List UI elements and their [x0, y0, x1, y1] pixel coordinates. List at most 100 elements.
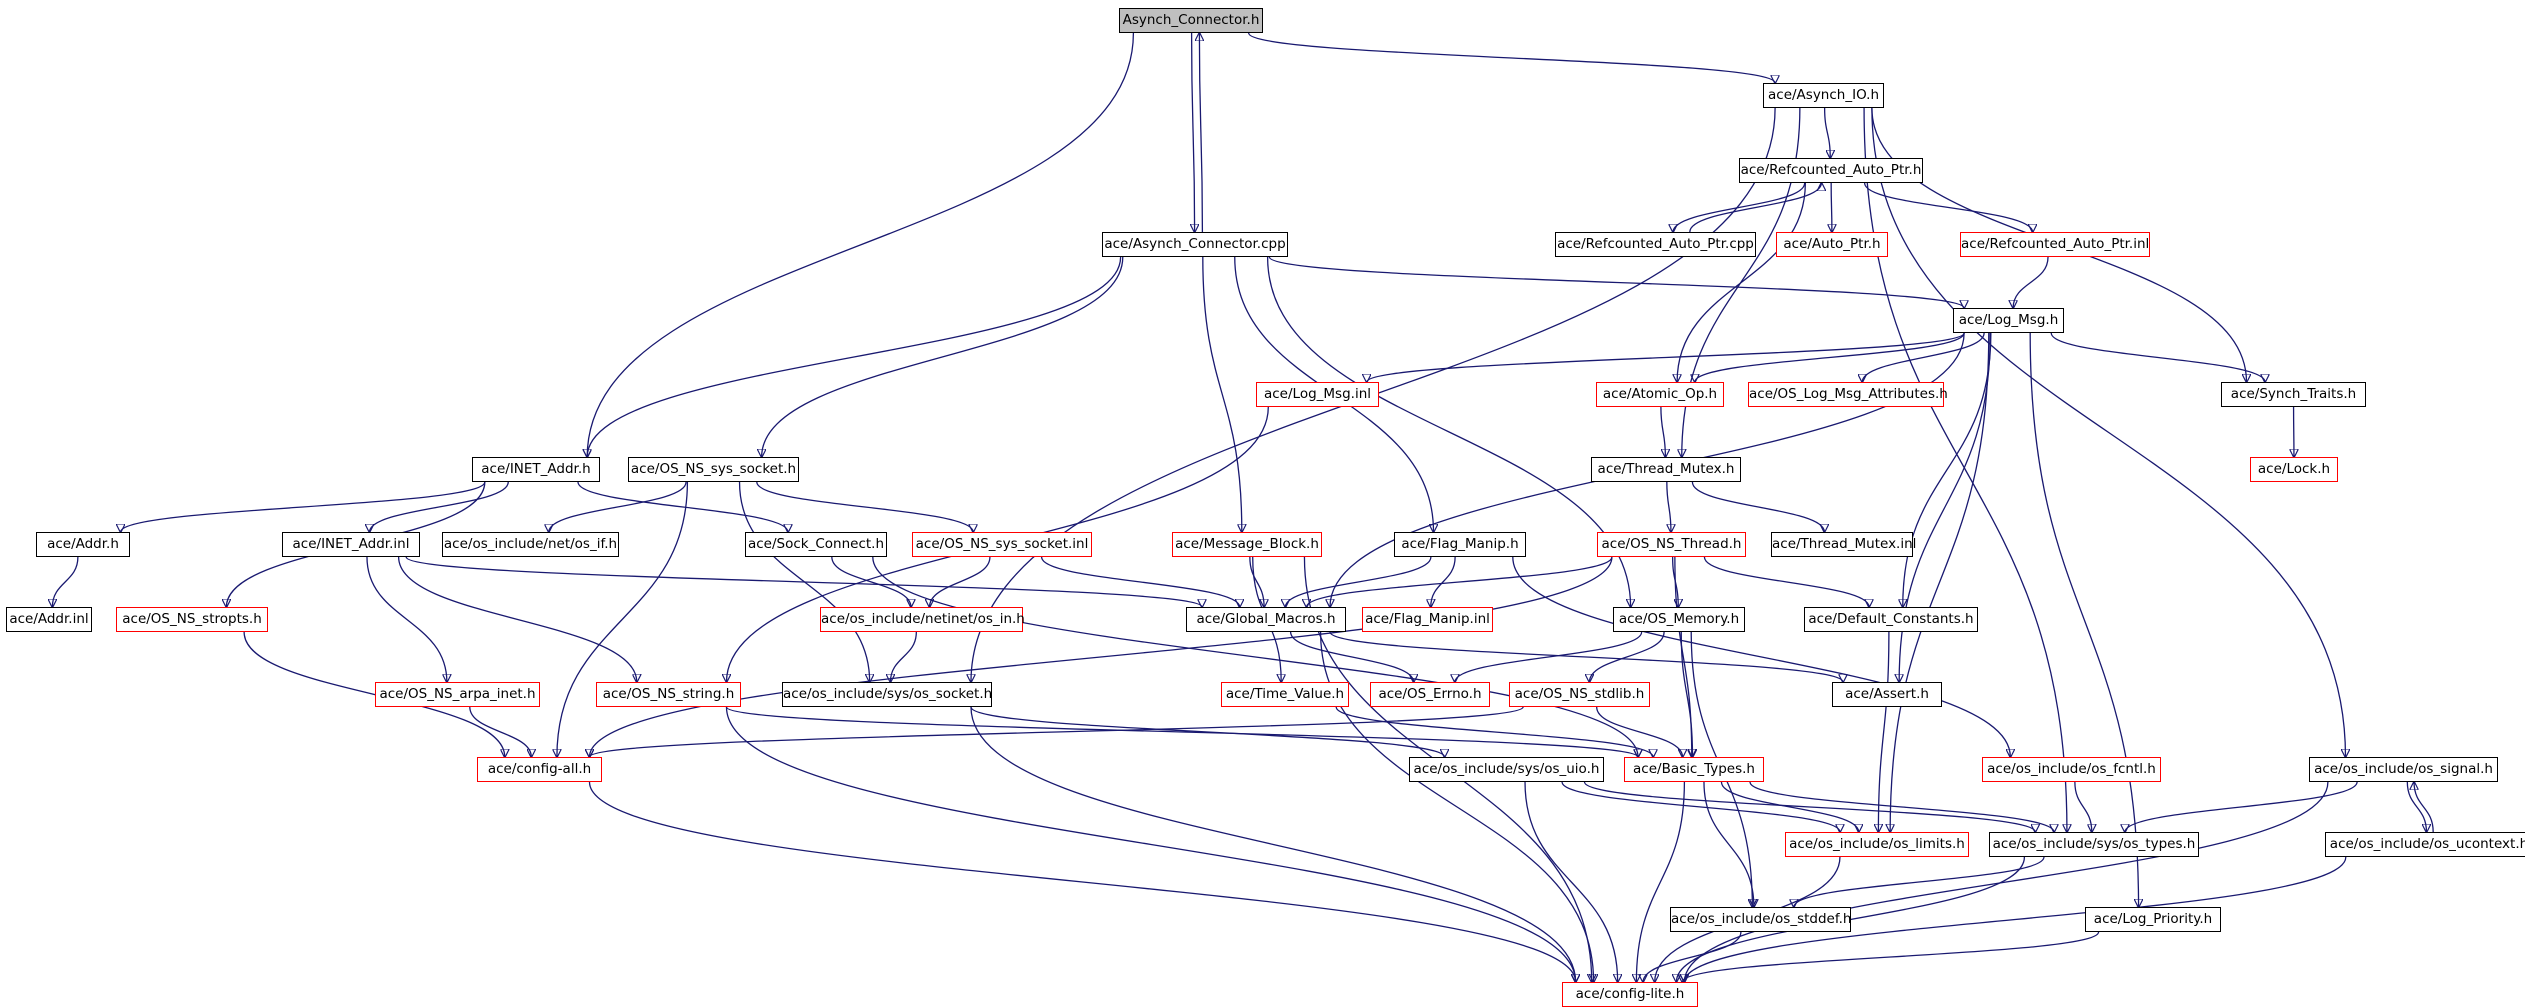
edge-refcounted-auto-ptr-cpp-to-refcounted-auto-ptr-h: [1689, 183, 1822, 233]
node-log-priority-h[interactable]: ace/Log_Priority.h: [2085, 907, 2221, 932]
node-addr-inl[interactable]: ace/Addr.inl: [6, 607, 92, 632]
node-global-macros-h[interactable]: ace/Global_Macros.h: [1186, 607, 1346, 632]
node-addr-h[interactable]: ace/Addr.h: [36, 532, 130, 557]
node-label: ace/OS_NS_string.h: [602, 686, 735, 702]
node-os-stddef-h[interactable]: ace/os_include/os_stddef.h: [1670, 907, 1851, 932]
edge-os-ns-string-h-to-config-lite-h: [725, 706, 1576, 982]
edge-os-ns-thread-h-to-default-constants-h: [1703, 556, 1869, 607]
node-label: ace/os_include/sys/os_uio.h: [1413, 761, 1600, 777]
node-lock-h[interactable]: ace/Lock.h: [2250, 457, 2338, 482]
node-assert-h[interactable]: ace/Assert.h: [1832, 682, 1942, 707]
edge-os-memory-h-to-os-ns-stdlib-h: [1589, 631, 1665, 682]
edge-inet-addr-inl-to-os-ns-string-h: [397, 556, 637, 682]
node-config-lite-h[interactable]: ace/config-lite.h: [1562, 982, 1698, 1007]
node-os-signal-h[interactable]: ace/os_include/os_signal.h: [2309, 757, 2498, 782]
edge-refcounted-auto-ptr-h-to-atomic-op-h: [1677, 182, 1806, 382]
node-log-msg-h[interactable]: ace/Log_Msg.h: [1953, 308, 2064, 333]
node-default-constants-h[interactable]: ace/Default_Constants.h: [1804, 607, 1978, 632]
node-os-ns-sys-socket-h[interactable]: ace/OS_NS_sys_socket.h: [628, 457, 799, 482]
edge-asynch-io-h-to-os-types-h: [1863, 107, 2067, 832]
node-os-memory-h[interactable]: ace/OS_Memory.h: [1613, 607, 1745, 632]
node-label: ace/os_include/sys/os_types.h: [1992, 836, 2196, 852]
node-os-log-msg-attributes-h[interactable]: ace/OS_Log_Msg_Attributes.h: [1748, 382, 1948, 407]
node-label: ace/Default_Constants.h: [1808, 611, 1974, 627]
node-label: ace/OS_NS_stdlib.h: [1514, 686, 1645, 702]
node-label: ace/OS_NS_arpa_inet.h: [379, 686, 536, 702]
edge-basic-types-h-to-os-limits-h: [1720, 781, 1858, 832]
node-label: ace/config-all.h: [487, 761, 592, 777]
edge-thread-mutex-h-to-os-ns-thread-h: [1666, 481, 1671, 532]
node-os-ns-stropts-h[interactable]: ace/OS_NS_stropts.h: [116, 607, 268, 632]
node-os-errno-h[interactable]: ace/OS_Errno.h: [1370, 682, 1490, 707]
node-sock-connect-h[interactable]: ace/Sock_Connect.h: [745, 532, 887, 557]
node-os-socket-h[interactable]: ace/os_include/sys/os_socket.h: [782, 682, 992, 707]
node-label: ace/Refcounted_Auto_Ptr.inl: [1961, 236, 2150, 252]
node-label: ace/Asynch_IO.h: [1768, 87, 1879, 103]
edge-thread-mutex-h-to-thread-mutex-inl: [1691, 481, 1824, 532]
node-asynch-connector-cpp[interactable]: ace/Asynch_Connector.cpp: [1102, 232, 1288, 257]
node-os-types-h[interactable]: ace/os_include/sys/os_types.h: [1989, 832, 2199, 857]
edge-os-ns-string-h-to-basic-types-h: [725, 706, 1639, 757]
node-os-ns-arpa-inet-h[interactable]: ace/OS_NS_arpa_inet.h: [375, 682, 540, 707]
edge-flag-manip-h-to-global-macros-h: [1285, 556, 1432, 607]
node-asynch-io-h[interactable]: ace/Asynch_IO.h: [1763, 83, 1884, 108]
edge-flag-manip-h-to-os-fcntl-h: [1512, 556, 2011, 757]
edge-os-ns-sys-socket-h-to-config-all-h: [557, 481, 689, 757]
node-os-ns-sys-socket-inl[interactable]: ace/OS_NS_sys_socket.inl: [912, 532, 1092, 557]
node-label: ace/Message_Block.h: [1175, 536, 1319, 552]
edge-os-stddef-h-to-config-lite-h: [1643, 931, 1742, 982]
edge-inet-addr-h-to-sock-connect-h: [577, 481, 788, 532]
edge-log-msg-h-to-log-priority-h: [2029, 332, 2138, 907]
edge-flag-manip-h-to-flag-manip-inl: [1431, 556, 1456, 607]
node-label: ace/Addr.inl: [9, 611, 89, 627]
node-os-ucontext-h[interactable]: ace/os_include/os_ucontext.h: [2325, 832, 2525, 857]
edge-os-in-h-to-os-socket-h: [890, 631, 917, 682]
edge-os-signal-h-to-os-types-h: [2125, 781, 2358, 832]
edge-asynch-connector-h-to-asynch-io-h: [1247, 32, 1776, 83]
node-label: ace/Flag_Manip.h: [1401, 536, 1519, 552]
node-label: ace/Auto_Ptr.h: [1783, 236, 1881, 252]
node-asynch-connector-h[interactable]: Asynch_Connector.h: [1119, 8, 1263, 33]
node-thread-mutex-inl[interactable]: ace/Thread_Mutex.inl: [1771, 532, 1916, 557]
node-auto-ptr-h[interactable]: ace/Auto_Ptr.h: [1776, 232, 1888, 257]
node-os-uio-h[interactable]: ace/os_include/sys/os_uio.h: [1409, 757, 1604, 782]
node-label: ace/Basic_Types.h: [1633, 761, 1755, 777]
edge-log-msg-h-to-log-msg-inl: [1367, 332, 1965, 382]
node-thread-mutex-h[interactable]: ace/Thread_Mutex.h: [1591, 457, 1741, 482]
node-os-limits-h[interactable]: ace/os_include/os_limits.h: [1785, 832, 1969, 857]
node-time-value-h[interactable]: ace/Time_Value.h: [1221, 682, 1349, 707]
edge-asynch-io-h-to-refcounted-auto-ptr-h: [1823, 107, 1831, 158]
edge-os-ucontext-h-to-config-lite-h: [1684, 856, 2347, 982]
node-inet-addr-inl[interactable]: ace/INET_Addr.inl: [282, 532, 420, 557]
node-basic-types-h[interactable]: ace/Basic_Types.h: [1624, 757, 1764, 782]
node-config-all-h[interactable]: ace/config-all.h: [477, 757, 602, 782]
node-atomic-op-h[interactable]: ace/Atomic_Op.h: [1596, 382, 1724, 407]
node-synch-traits-h[interactable]: ace/Synch_Traits.h: [2221, 382, 2366, 407]
node-inet-addr-h[interactable]: ace/INET_Addr.h: [472, 457, 600, 482]
node-label: ace/Atomic_Op.h: [1602, 386, 1718, 402]
node-label: ace/os_include/netinet/os_in.h: [821, 611, 1025, 627]
edge-os-uio-h-to-config-lite-h: [1524, 781, 1618, 982]
node-refcounted-auto-ptr-cpp[interactable]: ace/Refcounted_Auto_Ptr.cpp: [1555, 232, 1756, 257]
node-message-block-h[interactable]: ace/Message_Block.h: [1172, 532, 1322, 557]
node-log-msg-inl[interactable]: ace/Log_Msg.inl: [1256, 382, 1379, 407]
edge-global-macros-h-to-os-errno-h: [1289, 631, 1414, 682]
node-os-fcntl-h[interactable]: ace/os_include/os_fcntl.h: [1982, 757, 2161, 782]
node-flag-manip-h[interactable]: ace/Flag_Manip.h: [1394, 532, 1526, 557]
node-label: ace/Thread_Mutex.h: [1597, 461, 1735, 477]
node-os-ns-stdlib-h[interactable]: ace/OS_NS_stdlib.h: [1509, 682, 1650, 707]
node-label: ace/OS_Log_Msg_Attributes.h: [1749, 386, 1948, 402]
edge-log-msg-h-to-default-constants-h: [1903, 332, 1992, 607]
node-os-ns-thread-h[interactable]: ace/OS_NS_Thread.h: [1597, 532, 1746, 557]
node-flag-manip-inl[interactable]: ace/Flag_Manip.inl: [1362, 607, 1493, 632]
node-os-in-h[interactable]: ace/os_include/netinet/os_in.h: [820, 607, 1025, 632]
edge-os-memory-h-to-os-errno-h: [1455, 631, 1643, 682]
node-label: ace/os_include/net/os_if.h: [443, 536, 618, 552]
edge-os-fcntl-h-to-os-types-h: [2074, 781, 2092, 832]
edge-os-ns-stdlib-h-to-config-all-h: [590, 706, 1524, 757]
node-refcounted-auto-ptr-inl[interactable]: ace/Refcounted_Auto_Ptr.inl: [1960, 232, 2150, 257]
node-os-ns-string-h[interactable]: ace/OS_NS_string.h: [596, 682, 741, 707]
node-refcounted-auto-ptr-h[interactable]: ace/Refcounted_Auto_Ptr.h: [1739, 158, 1923, 183]
node-os-if-h[interactable]: ace/os_include/net/os_if.h: [442, 532, 619, 557]
